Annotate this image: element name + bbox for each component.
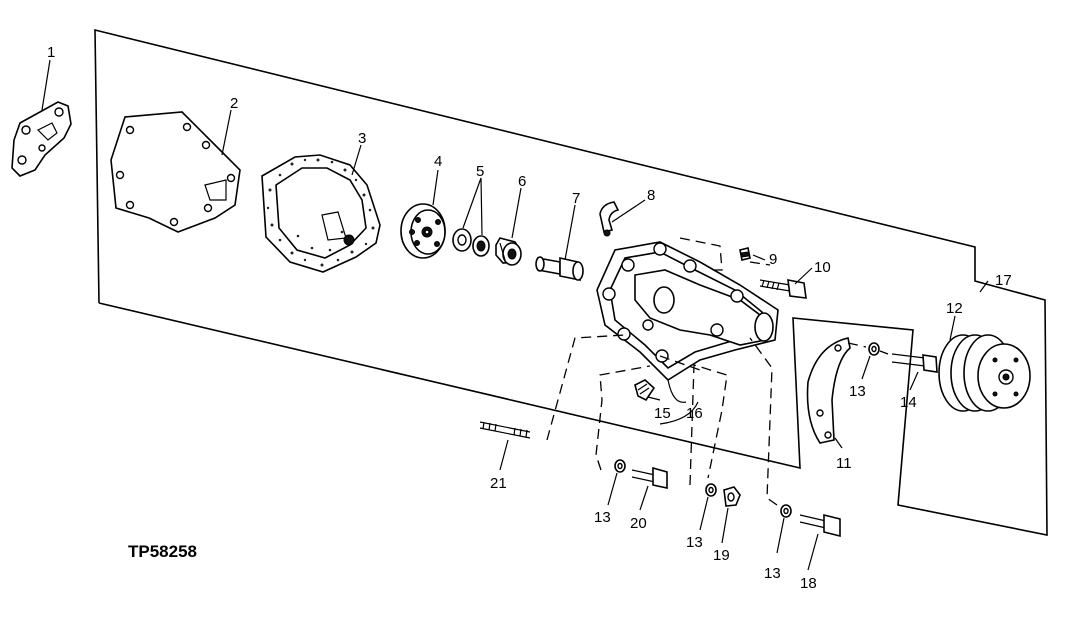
callout-11: 11 [836, 455, 852, 472]
part-18-bolt [799, 513, 841, 538]
part-7-shaft-bearing [535, 256, 584, 281]
part-20-bolt [631, 466, 668, 489]
part-9-plug [739, 247, 751, 261]
part-5-seal-rings [452, 228, 490, 257]
callout-20: 20 [630, 515, 647, 532]
part-11-bracket [806, 337, 851, 444]
panel-outline [94, 28, 1048, 536]
part-19-nut [723, 486, 741, 507]
callout-14: 14 [900, 394, 917, 411]
callout-2: 2 [230, 95, 238, 112]
part-3-gasket-speckled [261, 154, 381, 273]
callout-13-c: 13 [686, 534, 703, 551]
part-14-cap-screw [891, 353, 938, 373]
part-6-seal [495, 237, 522, 266]
callout-18: 18 [800, 575, 817, 592]
part-1-gasket [11, 101, 72, 177]
callout-10: 10 [814, 259, 831, 276]
callout-1: 1 [47, 44, 55, 61]
part-8-elbow-fitting [599, 201, 620, 237]
callout-12: 12 [946, 300, 963, 317]
callout-13-d: 13 [764, 565, 781, 582]
assembly-dashed-lines [546, 237, 889, 506]
part-21-stud [479, 421, 531, 439]
callout-5: 5 [476, 163, 484, 180]
leader-lines [41, 59, 989, 571]
callout-4: 4 [434, 153, 442, 170]
callout-16: 16 [686, 405, 703, 422]
part-13-washer-a [868, 342, 880, 356]
part-13-washer-c [705, 483, 717, 497]
part-13-washer-b [614, 459, 626, 473]
callout-15: 15 [654, 405, 671, 422]
figure-id: TP58258 [128, 542, 197, 561]
part-4-impeller [400, 203, 446, 259]
part-10-cap-screw [759, 279, 807, 299]
part-12-pulley [938, 334, 1031, 412]
pump-housing [596, 241, 779, 382]
callout-6: 6 [518, 173, 526, 190]
callout-8: 8 [647, 187, 655, 204]
part-13-washer-d [780, 504, 792, 518]
callout-13-a: 13 [849, 383, 866, 400]
callout-3: 3 [358, 130, 366, 147]
callout-17: 17 [995, 272, 1012, 289]
part-2-gasket-plate [110, 111, 241, 233]
callout-9: 9 [769, 251, 777, 268]
gasket-speckles [266, 158, 375, 267]
callout-7: 7 [572, 190, 580, 207]
callout-labels: 1 2 3 4 5 6 7 8 9 10 11 12 13 13 13 13 1… [47, 44, 1012, 592]
callout-21: 21 [490, 475, 507, 492]
part-15-stud [634, 379, 656, 402]
callout-19: 19 [713, 547, 730, 564]
callout-13-b: 13 [594, 509, 611, 526]
